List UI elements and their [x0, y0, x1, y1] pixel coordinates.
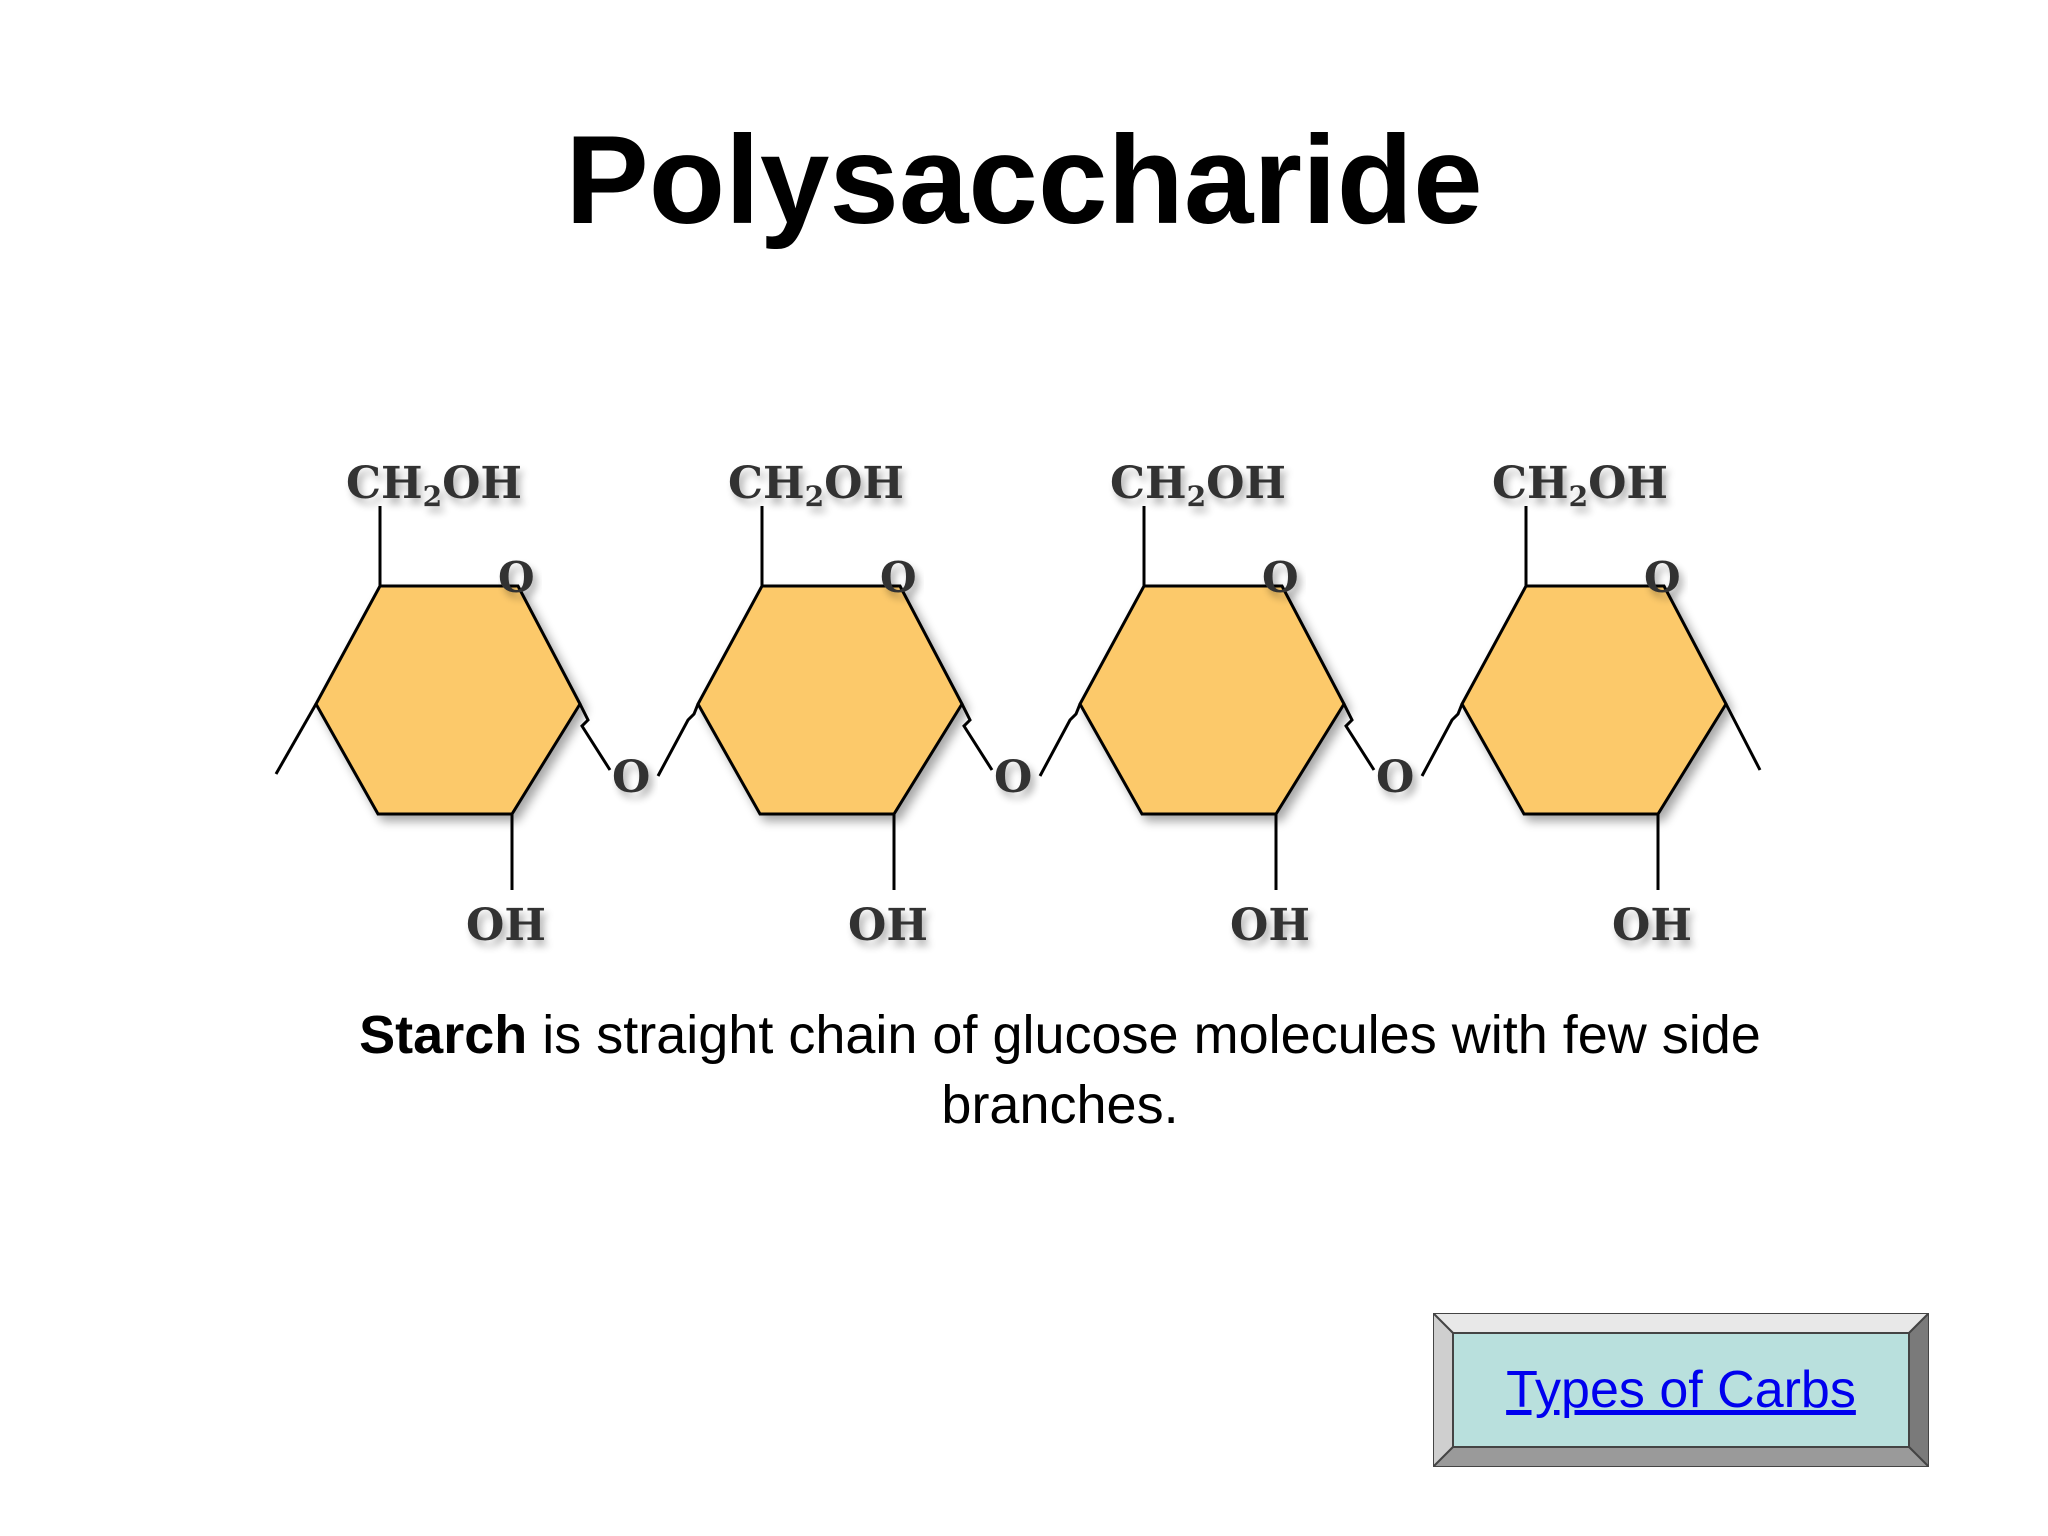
- glycosidic-bond-right: [656, 703, 700, 777]
- ch2oh-subscript: 2: [423, 480, 442, 513]
- ch2oh-subscript: 2: [1187, 480, 1206, 513]
- glycosidic-bond-right: [1420, 703, 1464, 777]
- types-of-carbs-button[interactable]: Types of Carbs: [1433, 1313, 1929, 1467]
- ch2oh-label: CH2OH: [1110, 458, 1286, 513]
- ch2oh-oh: OH: [1206, 458, 1286, 509]
- glucose-ring: [314, 584, 582, 816]
- oh-label: OH: [848, 900, 928, 951]
- glucose-ring: [696, 584, 964, 816]
- glycosidic-bond-left: [960, 703, 994, 771]
- slide-title: Polysaccharide: [565, 111, 1483, 250]
- ch2oh-label: CH2OH: [346, 458, 522, 513]
- glycosidic-bond-right: [1038, 703, 1082, 777]
- glycosidic-bond-left: [578, 703, 612, 771]
- ring-oxygen-label: O: [880, 553, 917, 602]
- ch2oh-ch: CH: [346, 458, 423, 509]
- chain-end-bond-left: [274, 703, 318, 775]
- ch2oh-ch: CH: [1492, 458, 1569, 509]
- ch2oh-label: CH2OH: [1492, 458, 1668, 513]
- chain-end-bond-right: [1724, 703, 1762, 771]
- button-bevel-frame: [1433, 1313, 1929, 1467]
- ring-oxygen-label: O: [1262, 553, 1299, 602]
- ch2oh-subscript: 2: [1569, 480, 1588, 513]
- caption-rest: is straight chain of glucose molecules w…: [527, 1005, 1761, 1135]
- oh-label: OH: [466, 900, 546, 951]
- oh-label: OH: [1230, 900, 1310, 951]
- glucose-ring: [1460, 584, 1728, 816]
- glycosidic-oxygen-label: O: [612, 752, 650, 803]
- ch2oh-ch: CH: [1110, 458, 1187, 509]
- caption-text: Starch is straight chain of glucose mole…: [280, 1000, 1840, 1140]
- caption-bold-term: Starch: [359, 1005, 528, 1065]
- ring-oxygen-label: O: [498, 553, 535, 602]
- glycosidic-oxygen-label: O: [994, 752, 1032, 803]
- types-of-carbs-link[interactable]: Types of Carbs: [1506, 1361, 1856, 1419]
- ring-oxygen-label: O: [1644, 553, 1681, 602]
- ch2oh-ch: CH: [728, 458, 805, 509]
- oh-label: OH: [1612, 900, 1692, 951]
- ch2oh-label: CH2OH: [728, 458, 904, 513]
- ch2oh-oh: OH: [442, 458, 522, 509]
- ch2oh-subscript: 2: [805, 480, 824, 513]
- ch2oh-oh: OH: [824, 458, 904, 509]
- glycosidic-bond-left: [1342, 703, 1376, 771]
- glycosidic-oxygen-label: O: [1376, 752, 1414, 803]
- glucose-ring: [1078, 584, 1346, 816]
- ch2oh-oh: OH: [1588, 458, 1668, 509]
